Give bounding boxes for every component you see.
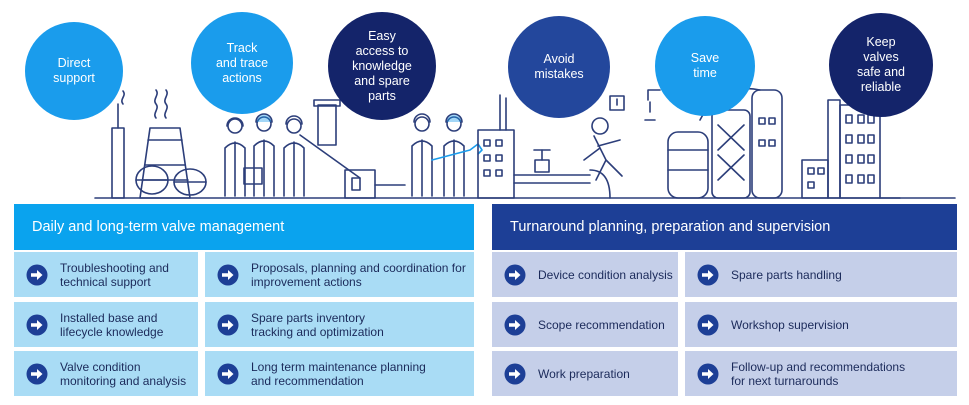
benefit-bubble-track-and-trace: Track and trace actions xyxy=(191,12,293,114)
right-card-follow-up[interactable]: Follow-up and recommendations for next t… xyxy=(685,351,957,396)
arrow-right-circle-icon xyxy=(26,363,48,384)
industrial-scene-illustration xyxy=(94,87,956,199)
benefit-bubble-keep-valves-safe: Keep valves safe and reliable xyxy=(829,13,933,117)
right-card-spare-parts-handling[interactable]: Spare parts handling xyxy=(685,252,957,297)
right-card-work-preparation[interactable]: Work preparation xyxy=(492,351,678,396)
right-card-label: Spare parts handling xyxy=(731,267,842,282)
arrow-right-circle-icon xyxy=(217,314,239,335)
arrow-right-circle-icon xyxy=(697,264,719,285)
arrow-right-circle-icon xyxy=(697,363,719,384)
right-card-label: Follow-up and recommendations for next t… xyxy=(731,359,906,388)
arrow-right-circle-icon xyxy=(217,264,239,285)
left-card-long-term-maintenance[interactable]: Long term maintenance planning and recom… xyxy=(205,351,474,396)
benefit-bubble-direct-support: Direct support xyxy=(25,22,123,120)
arrow-right-circle-icon xyxy=(504,314,526,335)
benefit-bubble-easy-access: Easy access to knowledge and spare parts xyxy=(328,12,436,120)
benefit-bubble-avoid-mistakes: Avoid mistakes xyxy=(508,16,610,118)
building-middle xyxy=(477,94,515,199)
right-panel-title: Turnaround planning, preparation and sup… xyxy=(510,219,831,235)
right-panel-header: Turnaround planning, preparation and sup… xyxy=(492,204,957,250)
left-card-proposals[interactable]: Proposals, planning and coordination for… xyxy=(205,252,474,297)
left-card-label: Proposals, planning and coordination for… xyxy=(251,260,466,289)
right-card-label: Work preparation xyxy=(538,366,630,381)
worker-group-right xyxy=(411,113,483,197)
right-card-device-condition[interactable]: Device condition analysis xyxy=(492,252,678,297)
storage-tanks xyxy=(135,165,207,196)
right-card-label: Workshop supervision xyxy=(731,317,849,332)
right-card-scope-recommendation[interactable]: Scope recommendation xyxy=(492,302,678,347)
right-card-label: Device condition analysis xyxy=(538,267,673,282)
left-card-label: Valve condition monitoring and analysis xyxy=(60,359,187,388)
building-right xyxy=(801,99,901,199)
left-card-spare-parts-inventory[interactable]: Spare parts inventory tracking and optim… xyxy=(205,302,474,347)
arrow-right-circle-icon xyxy=(26,264,48,285)
benefit-bubble-save-time: Save time xyxy=(655,16,755,116)
arrow-right-circle-icon xyxy=(217,363,239,384)
processing-unit xyxy=(299,99,406,199)
arrow-right-circle-icon xyxy=(504,363,526,384)
worker-group-left xyxy=(224,113,305,197)
left-card-installed-base[interactable]: Installed base and lifecycle knowledge xyxy=(14,302,198,347)
left-card-label: Long term maintenance planning and recom… xyxy=(251,359,426,388)
right-card-workshop-supervision[interactable]: Workshop supervision xyxy=(685,302,957,347)
arrow-right-circle-icon xyxy=(504,264,526,285)
right-card-label: Scope recommendation xyxy=(538,317,665,332)
left-panel-title: Daily and long-term valve management xyxy=(32,219,285,235)
arrow-right-circle-icon xyxy=(26,314,48,335)
left-card-label: Installed base and lifecycle knowledge xyxy=(60,310,164,339)
left-panel-header: Daily and long-term valve management xyxy=(14,204,474,250)
running-worker xyxy=(583,89,661,181)
left-card-label: Troubleshooting and technical support xyxy=(60,260,169,289)
valve-pipes xyxy=(513,149,611,199)
left-card-troubleshooting[interactable]: Troubleshooting and technical support xyxy=(14,252,198,297)
arrow-right-circle-icon xyxy=(697,314,719,335)
left-card-valve-condition[interactable]: Valve condition monitoring and analysis xyxy=(14,351,198,396)
left-card-label: Spare parts inventory tracking and optim… xyxy=(251,310,384,339)
chimney-left xyxy=(111,90,125,199)
